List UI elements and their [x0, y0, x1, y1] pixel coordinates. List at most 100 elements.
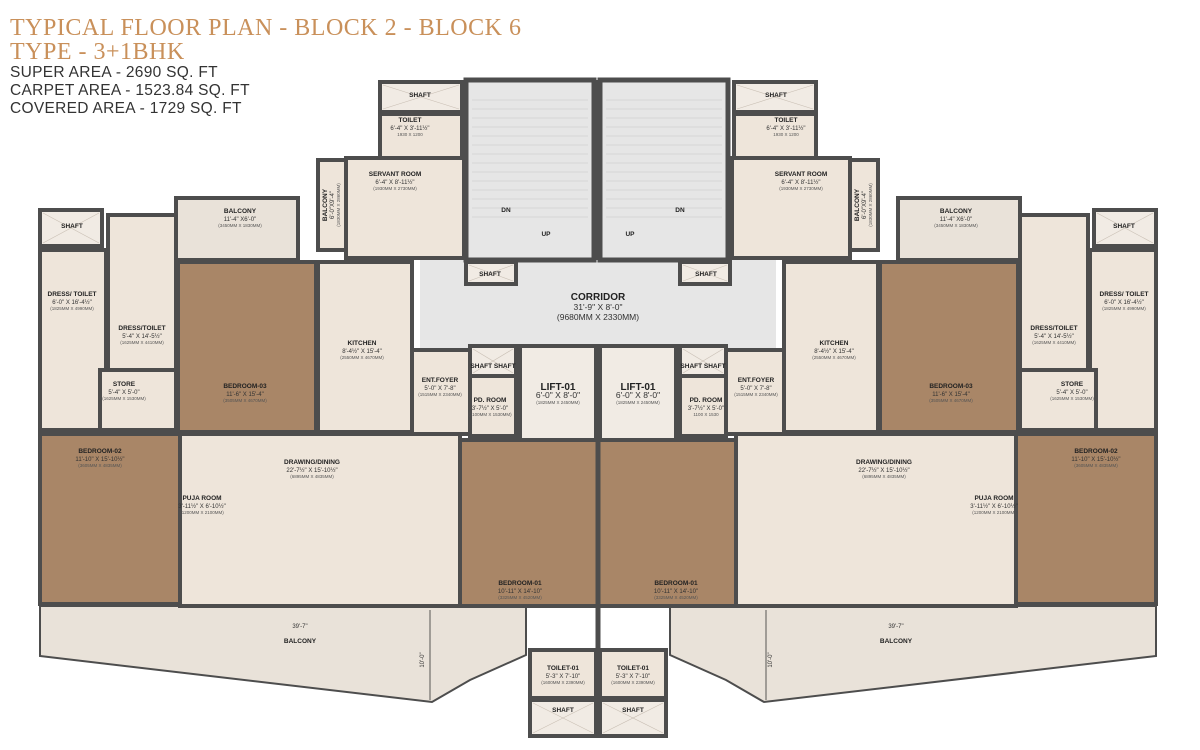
room-balcony-dimensions: 11'-4" X6'-0" [224, 217, 256, 223]
room-bedroom-01-dimensions: 10'-11" X 14'-10" [654, 589, 698, 595]
room-ent-foyer-dimensions: 5'-0" X 7'-8" [424, 386, 455, 392]
room-balcony [174, 196, 300, 262]
room-store-dimensions: 5'-4" X 5'-0" [1056, 390, 1087, 396]
room-dress-toilet-label: DRESS/TOILET [1030, 325, 1077, 332]
stair-down-label: DN [675, 207, 685, 214]
balcony-bottom-label: BALCONY [880, 638, 913, 645]
shaft-cross [468, 264, 514, 282]
staircase [597, 77, 731, 263]
room-bedroom-01 [596, 438, 738, 608]
room-kitchen-metric: (2550MM X 4670MM) [340, 355, 384, 360]
room-drawing-dining-metric: (6895MM X 4835MM) [290, 474, 334, 479]
balcony-bottom-label: BALCONY [284, 638, 317, 645]
room-drawing-dining-metric: (6895MM X 4835MM) [862, 474, 906, 479]
room-bedroom-01-label: BEDROOM-01 [498, 580, 542, 587]
unit-type: TYPE - 3+1BHK [10, 39, 185, 65]
room-servant-room-metric: (1930MM X 2730MM) [373, 186, 417, 191]
room-toilet-dimensions: 6'-4" X 3'-11½" [390, 125, 429, 132]
shaft-cross [1096, 212, 1154, 244]
balcony-depth-dimension: 10'-0" [768, 652, 774, 667]
room-dress-toilet-dimensions: 6'-0" X 16'-4½" [52, 299, 92, 306]
room-bedroom-02-metric: (3605MM X 4835MM) [78, 463, 122, 468]
room-dress-toilet-label: DRESS/TOILET [118, 325, 165, 332]
shaft-cross [532, 702, 594, 734]
room-puja-room-metric: (1200MM X 2100MM) [180, 510, 224, 515]
room-balcony-label: BALCONY [224, 208, 257, 215]
room-pd-room-dimensions: 3'-7½" X 5'-0" [688, 405, 724, 412]
room-lift-01 [518, 344, 598, 442]
balcony-width-dimension: 39'-7" [292, 624, 307, 630]
room-servant-room [344, 156, 466, 260]
room-bedroom-02-metric: (3605MM X 4835MM) [1074, 463, 1118, 468]
room-bedroom-02-label: BEDROOM-02 [1074, 448, 1118, 455]
room-balcony [896, 196, 1022, 262]
room-shaft-label: SHAFT [765, 92, 787, 99]
room-shaft-label: SHAFT [622, 707, 644, 714]
room-drawing-dining-label: DRAWING/DINING [284, 459, 340, 466]
room-pd-room-dimensions: 3'-7½" X 5'-0" [472, 405, 508, 412]
room-kitchen-label: KITCHEN [820, 340, 849, 347]
room-toilet-01-metric: (1600MM X 2390MM) [611, 680, 655, 685]
balcony-bottom [39, 605, 527, 704]
room-bedroom-02 [38, 432, 182, 606]
room-dress-toilet-metric: (1825MM X 4990MM) [1102, 306, 1146, 311]
room-bedroom-03-metric: (3505MM X 4670MM) [223, 398, 267, 403]
room-store-label: STORE [113, 381, 136, 388]
shaft-cross [602, 702, 664, 734]
room-drawing-dining-dimensions: 22'-7½" X 15'-10½" [858, 467, 909, 474]
room-toilet-01-label: TOILET-01 [617, 665, 649, 672]
room-bedroom-03-dimensions: 11'-6" X 15'-4" [932, 392, 969, 398]
room-toilet-label: TOILET [775, 117, 798, 124]
room-lift-01-label: LIFT-01 [620, 382, 655, 393]
room-store-label: STORE [1061, 381, 1084, 388]
stair-up-label: UP [541, 231, 551, 238]
room-drawing-dining-label: DRAWING/DINING [856, 459, 912, 466]
room-pd-room-metric: (1100MM X 1530MM) [468, 412, 512, 417]
room-bedroom-01-dimensions: 10'-11" X 14'-10" [498, 589, 542, 595]
room-balcony-metric: (1830MM X 2860MM) [868, 183, 873, 227]
room-pd-room-metric: 1100 X 1530 [693, 412, 719, 417]
room-lift-01-dimensions: 6'-0" X 8'-0" [616, 390, 660, 400]
room-puja-room-label: PUJA ROOM [182, 495, 221, 502]
room-shaft-label: SHAFT [1113, 223, 1135, 230]
room-ent-foyer-dimensions: 5'-0" X 7'-8" [740, 386, 771, 392]
room-kitchen-dimensions: 8'-4½" X 15'-4" [342, 348, 382, 355]
room-bedroom-03-label: BEDROOM-03 [223, 383, 267, 390]
room-bedroom-02-dimensions: 11'-10" X 15'-10½" [1071, 456, 1120, 463]
room-toilet-01-metric: (1600MM X 2390MM) [541, 680, 585, 685]
room-shaft-label: SHAFT [409, 92, 431, 99]
room-kitchen [316, 260, 414, 434]
room-toilet-metric: 1930 X 1200 [773, 132, 799, 137]
room-dress-toilet [1018, 213, 1090, 372]
right-unit [596, 77, 1158, 738]
room-kitchen-dimensions: 8'-4½" X 15'-4" [814, 348, 854, 355]
room-balcony [848, 158, 880, 252]
room-bedroom-01-label: BEDROOM-01 [654, 580, 698, 587]
room-drawing-dining [734, 432, 1018, 608]
room-balcony-dimensions: 6'-0"X9'-4" [330, 191, 336, 219]
room-bedroom-02-dimensions: 11'-10" X 15'-10½" [75, 456, 124, 463]
corridor-labels: CORRIDOR 31'-9" X 8'-0" (9680MM X 2330MM… [557, 292, 639, 322]
super-area: SUPER AREA - 2690 SQ. FT [10, 64, 218, 81]
room-servant-room-label: SERVANT ROOM [775, 171, 828, 178]
carpet-area: CARPET AREA - 1523.84 SQ. FT [10, 82, 250, 99]
plan-header: TYPICAL FLOOR PLAN - BLOCK 2 - BLOCK 6 T… [10, 16, 521, 118]
room-servant-room-label: SERVANT ROOM [369, 171, 422, 178]
room-dress-toilet [38, 248, 108, 432]
room-puja-room-label: PUJA ROOM [974, 495, 1013, 502]
room-kitchen-metric: (2550MM X 4670MM) [812, 355, 856, 360]
shaft-cross [736, 84, 814, 110]
room-toilet-01-dimensions: 5'-3" X 7'-10" [546, 674, 581, 680]
corridor-dim: 31'-9" X 8'-0" [574, 302, 623, 312]
room-lift-01-metric: (1825MM X 2450MM) [616, 400, 660, 405]
room-toilet-01-dimensions: 5'-3" X 7'-10" [616, 674, 651, 680]
left-unit [38, 77, 600, 738]
room-store-dimensions: 5'-4" X 5'-0" [108, 390, 139, 396]
shaft-cross [682, 264, 728, 282]
room-bedroom-03 [176, 260, 318, 434]
room-toilet-metric: 1930 X 1200 [397, 132, 423, 137]
room-dress-toilet [1088, 248, 1158, 432]
balcony-width-dimension: 39'-7" [888, 624, 903, 630]
